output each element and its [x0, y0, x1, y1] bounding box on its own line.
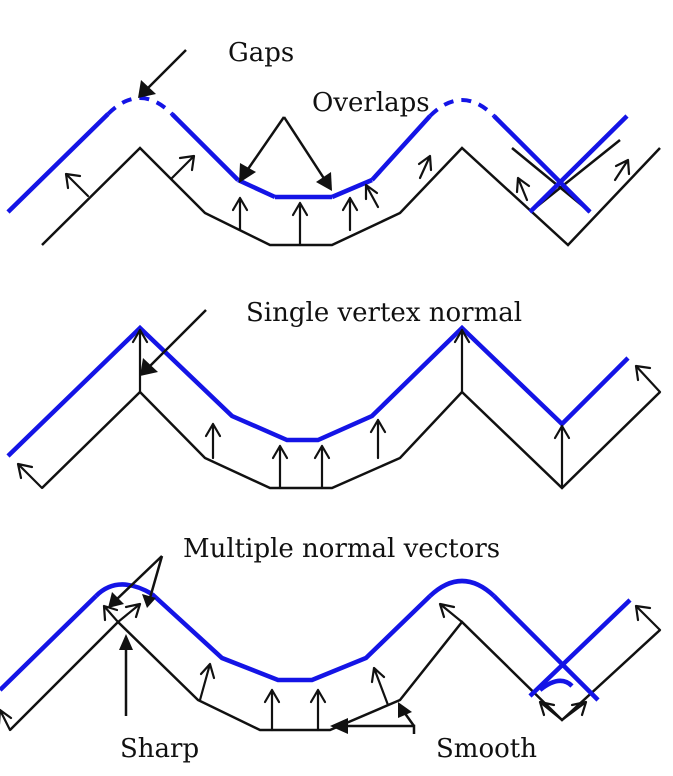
- overlaps-pointers: [239, 116, 332, 191]
- multiple-normals-pointers: [108, 555, 164, 608]
- offset-seg-7: [492, 114, 592, 214]
- base-zigzag-3: [9, 620, 661, 732]
- gaps-pointer: [138, 49, 187, 98]
- base-zigzag-1: [41, 146, 661, 247]
- single-normal-pointer: [140, 309, 207, 376]
- normal-arrows-1: [64, 154, 631, 247]
- offset-arc-smooth: [428, 578, 496, 598]
- offset-arc-bottom: [538, 678, 574, 692]
- base-zigzag-2: [41, 390, 661, 490]
- normal-arrows-3: [0, 602, 662, 732]
- offset-curve-3-mid: [150, 592, 432, 683]
- label-smooth: Smooth: [436, 734, 537, 764]
- offset-seg-6: [370, 114, 432, 182]
- gap-dash-2: [428, 98, 496, 118]
- offset-seg-8: [528, 114, 629, 214]
- gap-dash-1: [106, 96, 174, 116]
- offset-seg-1: [6, 112, 110, 214]
- panel-multiple-normals: Multiple normal vectors Sharp Smooth: [0, 534, 662, 764]
- panel-single-vertex-normal: Single vertex normal: [6, 298, 662, 490]
- smooth-pointer: [330, 702, 416, 734]
- normal-arrows-2: [16, 328, 662, 490]
- offset-seg-2: [170, 112, 240, 182]
- offset-seg-5: [331, 177, 373, 200]
- offset-seg-3: [237, 177, 276, 200]
- offset-arc-sharp: [94, 582, 154, 598]
- label-single-vertex-normal: Single vertex normal: [246, 298, 522, 328]
- panel-gaps-overlaps: Gaps Overlaps: [6, 38, 661, 247]
- sharp-pointer: [119, 634, 133, 716]
- label-sharp: Sharp: [120, 734, 199, 764]
- offset-curve-2: [6, 324, 630, 458]
- offset-curve-3-right: [492, 594, 600, 702]
- label-overlaps: Overlaps: [312, 88, 430, 118]
- label-multiple-normal-vectors: Multiple normal vectors: [183, 534, 500, 564]
- label-gaps: Gaps: [228, 38, 294, 68]
- offset-curve-3-left: [0, 594, 98, 692]
- offset-curve-3-right-b: [528, 598, 632, 698]
